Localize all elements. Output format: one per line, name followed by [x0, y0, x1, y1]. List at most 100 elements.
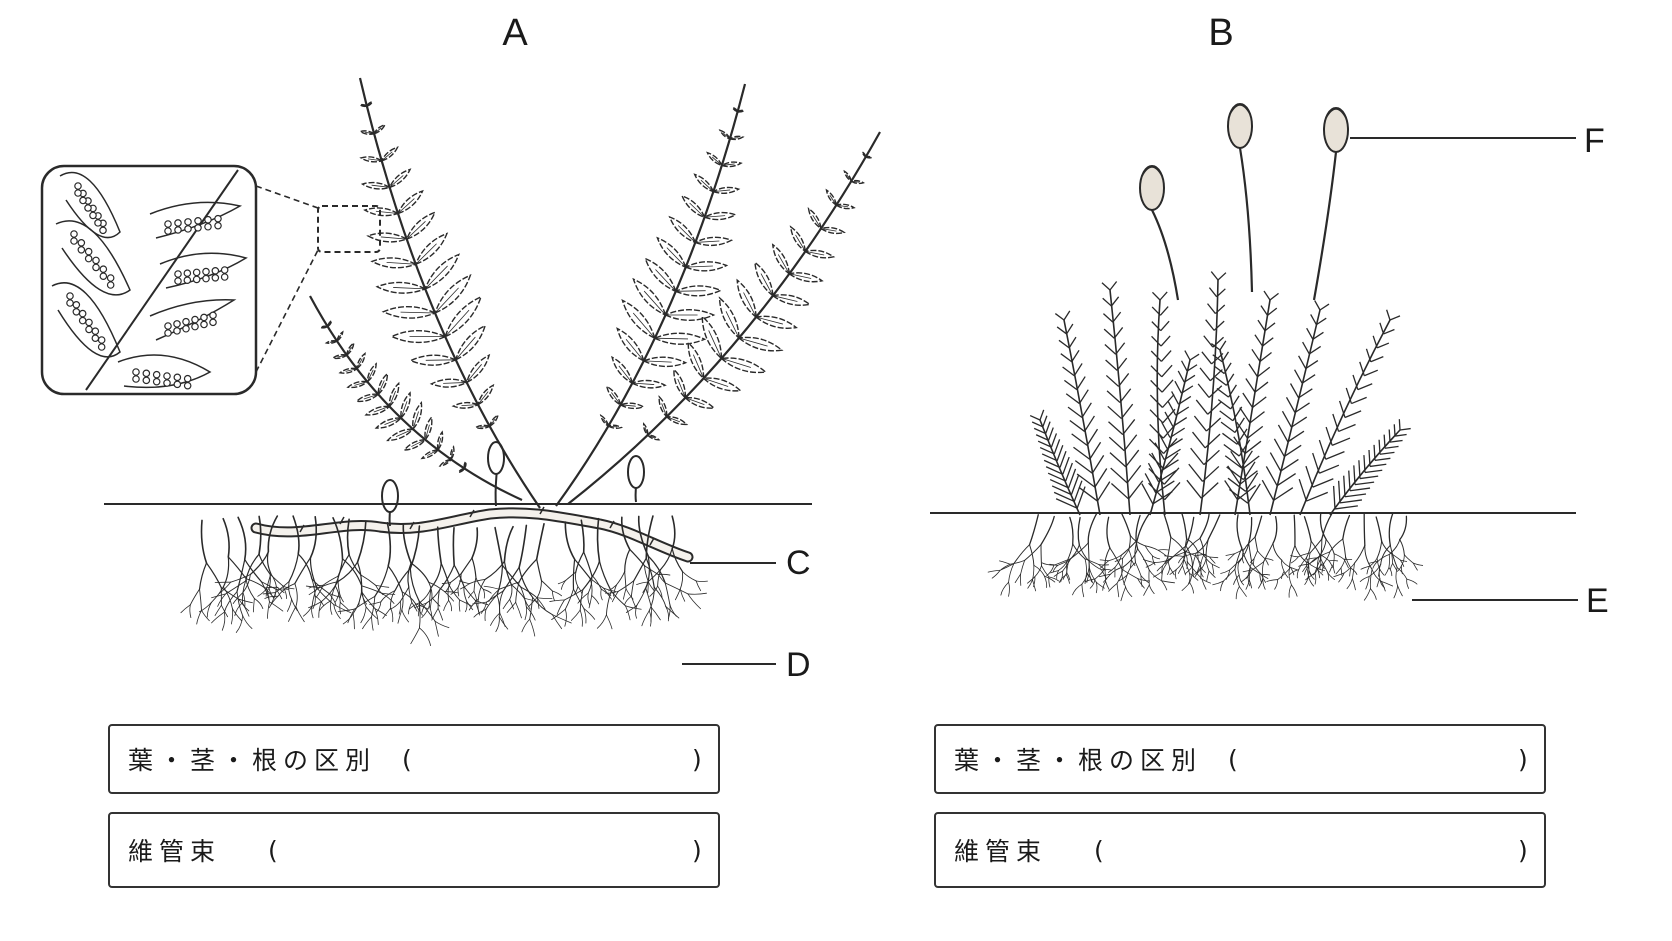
answer-box-a-distinction[interactable]: 葉・茎・根の区別 ( )	[108, 724, 720, 794]
root-branch	[1288, 544, 1296, 570]
moss-leaf	[1257, 366, 1271, 378]
moss-leaf	[1103, 328, 1115, 339]
root-branch	[1335, 567, 1342, 575]
pinna-vein	[460, 468, 465, 472]
root-branch	[551, 614, 563, 630]
moss-leaf	[1247, 425, 1264, 439]
moss-leaf	[1389, 439, 1403, 443]
root-branch	[421, 605, 430, 619]
moss-leaf	[1031, 421, 1044, 428]
root-branch	[1084, 558, 1100, 565]
moss-leaf	[1252, 396, 1267, 409]
sorus-dot	[214, 214, 222, 223]
moss-leaf	[1344, 493, 1367, 498]
moss-leaf	[1101, 282, 1111, 291]
root-branch	[1320, 538, 1323, 560]
root-branch	[499, 612, 506, 627]
moss-leaf	[1110, 483, 1130, 500]
root-branch	[1234, 568, 1240, 587]
moss-leaf	[1141, 483, 1154, 505]
root-branch	[463, 586, 467, 602]
moss-shoot	[1261, 300, 1330, 516]
root-branch	[1121, 568, 1126, 588]
pinna-vein	[666, 416, 681, 423]
moss-leaf	[1280, 458, 1299, 472]
root-branch	[536, 597, 540, 609]
root-branch	[1248, 542, 1253, 563]
root-branch	[1246, 569, 1253, 579]
fern-root	[436, 526, 442, 564]
root-branch	[401, 591, 404, 611]
moss-leaf	[1160, 350, 1172, 362]
root-branch	[524, 606, 528, 621]
root-branch	[1261, 561, 1265, 579]
root-branch	[572, 558, 576, 590]
moss-leaf	[1078, 486, 1098, 502]
root-branch	[1104, 547, 1111, 570]
pinna-vein	[354, 381, 368, 386]
moss-leaf	[1247, 483, 1261, 504]
root-branch	[448, 600, 452, 612]
root-branch	[1245, 579, 1250, 590]
root-branch	[318, 601, 322, 618]
root-branch	[1143, 559, 1156, 563]
root-branch	[249, 551, 269, 576]
moss-leaf	[1150, 365, 1163, 378]
root-branch	[1314, 572, 1317, 585]
root-branch	[1351, 562, 1355, 580]
root-branch	[1338, 572, 1345, 583]
root-branch	[266, 588, 270, 600]
sorus-dot	[72, 307, 81, 316]
moss-leaf	[1344, 410, 1362, 419]
moss-leaf	[1051, 485, 1072, 496]
moss-leaf	[1301, 374, 1316, 384]
moss-leaf	[1208, 385, 1223, 398]
answer-box-a-vascular[interactable]: 維管束 ( )	[108, 812, 720, 888]
root-branch	[257, 588, 267, 597]
answer-box-b-distinction[interactable]: 葉・茎・根の区別 ( )	[934, 724, 1546, 794]
root-branch	[428, 581, 445, 593]
root-branch	[305, 585, 321, 588]
pinna-vein	[464, 463, 466, 469]
sorus-dot	[220, 266, 229, 274]
moss-rhizoid	[1303, 516, 1312, 542]
moss-leaf	[1122, 419, 1136, 436]
moss-leaf	[1219, 340, 1227, 351]
root-branch	[1122, 548, 1139, 568]
moss-leaf	[1149, 409, 1164, 424]
moss-leaf	[1210, 343, 1221, 351]
moss-leaf	[1210, 271, 1219, 281]
pinna-vein	[647, 434, 656, 439]
sorus-dot	[164, 227, 172, 235]
box-label: 葉・茎・根の区別	[954, 746, 1203, 775]
fern-root	[564, 521, 576, 561]
root-branch	[1144, 545, 1159, 551]
moss-leaf	[1163, 467, 1180, 485]
root-branch	[1379, 578, 1385, 589]
pinna-vein	[632, 382, 655, 385]
moss-shoot	[1101, 281, 1144, 516]
root-branch	[258, 553, 271, 575]
fern-plant	[180, 77, 881, 647]
pinna-vein	[461, 404, 478, 407]
sorus-dot	[183, 269, 192, 278]
root-branch	[1070, 542, 1089, 560]
root-branch	[579, 589, 584, 611]
root-branch	[458, 599, 461, 612]
root-branch	[210, 586, 224, 603]
root-branch	[622, 588, 627, 600]
moss-leaf	[1379, 451, 1395, 455]
sorus-dot	[164, 220, 172, 228]
pinna-vein	[608, 425, 618, 428]
answer-box-b-vascular[interactable]: 維管束 ( )	[934, 812, 1546, 888]
moss-rhizoid	[1399, 515, 1408, 541]
moss-leaf	[1264, 322, 1276, 332]
moss-shoot	[1186, 271, 1227, 516]
root-branch	[1390, 563, 1394, 570]
root-branch	[515, 601, 522, 619]
root-branch	[472, 601, 487, 605]
root-branch	[488, 588, 500, 602]
sorus-dot	[163, 372, 171, 380]
moss-leaf	[1251, 348, 1261, 362]
root-branch	[1001, 563, 1011, 570]
